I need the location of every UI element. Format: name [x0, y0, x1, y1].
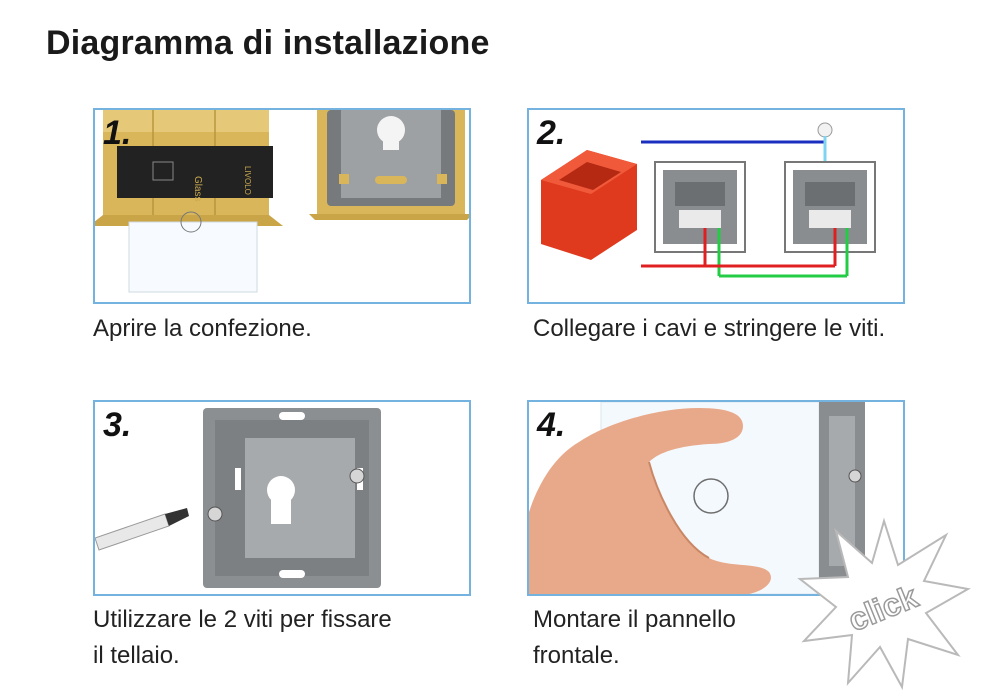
- step-3-panel: 3.: [93, 400, 471, 596]
- step-2-panel: 2.: [527, 108, 905, 304]
- step-3-caption-line-2: il tellaio.: [93, 642, 180, 669]
- open-box-illustration: Glass LIVOLO: [95, 110, 469, 293]
- click-burst-badge: click: [797, 517, 971, 691]
- step-4-caption-line-2: frontale.: [533, 642, 620, 669]
- step-1-number: 1.: [103, 114, 132, 152]
- step-2-number: 2.: [537, 114, 566, 152]
- step-4-panel: 4.: [527, 400, 905, 596]
- step-4-number: 4.: [537, 406, 566, 444]
- mount-panel-illustration: [529, 402, 865, 594]
- step-1-panel: Glass LIVOLO 1.: [93, 108, 471, 304]
- step-1-caption: Aprire la confezione.: [93, 315, 312, 342]
- wiring-illustration: [541, 122, 876, 278]
- box-brand-label: LIVOLO: [243, 166, 252, 195]
- step-4-caption: Montare il pannello frontale.: [533, 602, 736, 674]
- step-3-number: 3.: [103, 406, 132, 444]
- step-4-caption-line-1: Montare il pannello: [533, 606, 736, 633]
- page-title: Diagramma di installazione: [46, 24, 490, 62]
- step-3-caption: Utilizzare le 2 viti per fissare il tell…: [93, 602, 392, 674]
- step-2-caption: Collegare i cavi e stringere le viti.: [533, 315, 886, 342]
- step-3-caption-line-1: Utilizzare le 2 viti per fissare: [93, 606, 392, 633]
- box-product-label: Glass: [192, 176, 203, 202]
- screw-frame-illustration: [95, 408, 381, 588]
